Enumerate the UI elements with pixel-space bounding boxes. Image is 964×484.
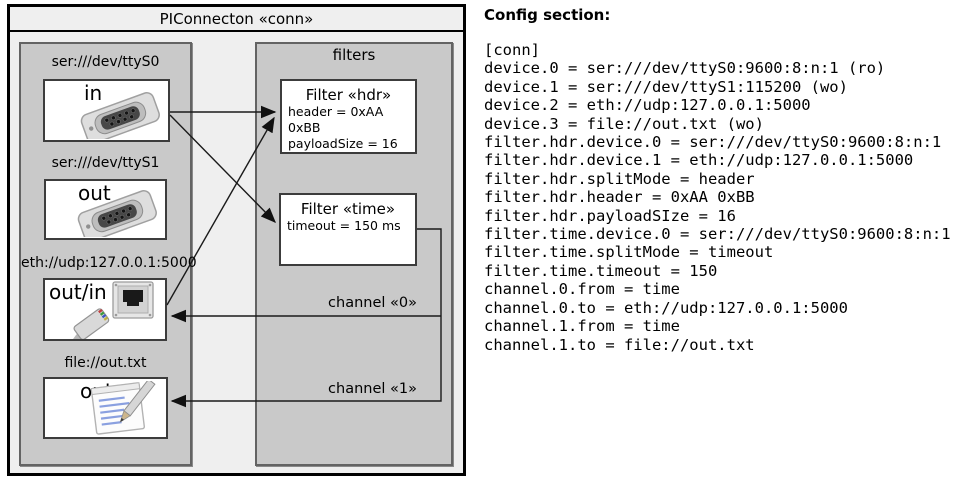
device-direction: in — [84, 81, 103, 105]
diagram-title-band: PIConnecton «conn» — [10, 7, 463, 32]
device-uri-file: file://out.txt — [64, 355, 147, 371]
device-uri-ttys1: ser:///dev/ttyS1 — [51, 155, 160, 171]
filter-hdr-title: Filter «hdr» — [305, 86, 392, 104]
filter-hdr-param: payloadSize = 16 — [288, 136, 398, 151]
device-direction: out — [78, 181, 111, 205]
devices-panel: ser:///dev/ttyS0 in ser — [19, 42, 197, 466]
device-box-ttys0: in — [43, 79, 170, 142]
config-section: Config section: [conn] device.0 = ser://… — [484, 6, 962, 354]
config-line: filter.hdr.splitMode = header — [484, 169, 755, 188]
device-uri-ttys0: ser:///dev/ttyS0 — [51, 54, 160, 70]
filter-time-param: timeout = 150 ms — [287, 218, 401, 233]
diagram-title: PIConnecton «conn» — [159, 10, 314, 28]
config-line: device.2 = eth://udp:127.0.0.1:5000 — [484, 96, 811, 115]
config-line: device.0 = ser:///dev/ttyS0:9600:8:n:1 (… — [484, 59, 886, 78]
device-uri-eth: eth://udp:127.0.0.1:5000 — [21, 255, 197, 271]
device-direction: out/in — [49, 280, 107, 304]
filter-time-box: Filter «time» timeout = 150 ms — [279, 193, 417, 266]
filters-panel-label: filters — [332, 46, 376, 64]
device-box-eth: out/in — [43, 278, 167, 341]
config-line: filter.time.splitMode = timeout — [484, 243, 774, 262]
ethernet-connector-icon — [69, 281, 154, 339]
device-box-ttys1: out — [44, 179, 167, 240]
channel-1-label: channel «1» — [328, 381, 417, 397]
channel-0-label: channel «0» — [328, 295, 417, 311]
config-line: channel.1.from = time — [484, 317, 680, 336]
config-line: [conn] — [484, 41, 540, 59]
config-line: device.3 = file://out.txt (wo) — [484, 114, 764, 133]
filter-hdr-box: Filter «hdr» header = 0xAA 0xBB payloadS… — [280, 79, 417, 154]
config-body: [conn] device.0 = ser:///dev/ttyS0:9600:… — [484, 41, 962, 354]
filter-hdr-param: header = 0xAA 0xBB — [288, 104, 384, 135]
config-line: channel.1.to = file://out.txt — [484, 335, 755, 354]
config-line: filter.hdr.header = 0xAA 0xBB — [484, 188, 755, 207]
filter-time-title: Filter «time» — [300, 200, 396, 218]
notepad-icon — [90, 381, 156, 435]
connector-diagram: PIConnecton «conn» ser:///dev/ttyS0 in — [7, 4, 466, 476]
serial-connector-icon — [77, 190, 157, 237]
config-line: filter.time.timeout = 150 — [484, 261, 718, 280]
config-line: channel.0.to = eth://udp:127.0.0.1:5000 — [484, 298, 848, 317]
device-box-file: out — [43, 377, 168, 439]
config-heading: Config section: — [484, 6, 611, 24]
config-line: channel.0.from = time — [484, 280, 680, 299]
config-line: filter.hdr.device.1 = eth://udp:127.0.0.… — [484, 151, 914, 170]
serial-connector-icon — [80, 92, 160, 139]
filters-panel: filters Filter «hdr» header = 0xAA 0xBB … — [255, 42, 453, 466]
config-line: filter.hdr.payloadSIze = 16 — [484, 206, 736, 225]
config-line: device.1 = ser:///dev/ttyS1:115200 (wo) — [484, 77, 848, 96]
config-line: filter.hdr.device.0 = ser:///dev/ttyS0:9… — [484, 133, 942, 152]
config-line: filter.time.device.0 = ser:///dev/ttyS0:… — [484, 225, 951, 244]
